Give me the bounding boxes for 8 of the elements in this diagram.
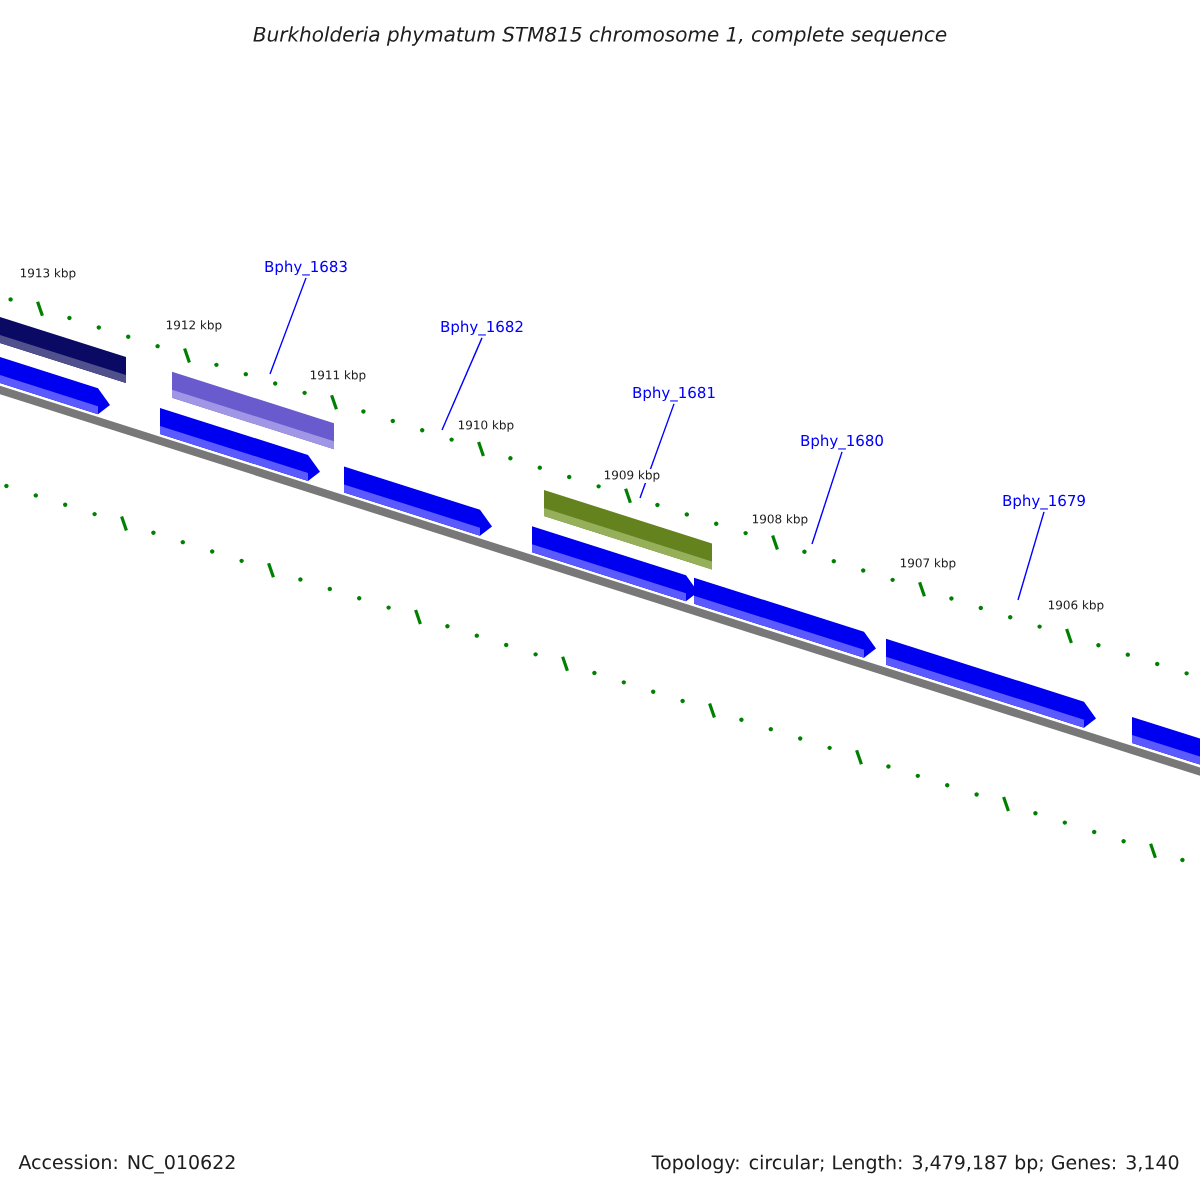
leader-line: [639, 403, 675, 499]
title: Burkholderia phymatum STM815 chromosome 1, complete sequence: [253, 26, 947, 46]
leader-line: [269, 277, 307, 375]
footer-text: Topology: circular; Length: 3,479,187 bp; Genes: 3,140: [651, 1154, 1179, 1174]
leader-line: [1017, 511, 1045, 601]
footer-text: Accession: NC_010622: [18, 1154, 235, 1174]
leader-line: [811, 451, 843, 545]
leader-line: [441, 337, 483, 431]
